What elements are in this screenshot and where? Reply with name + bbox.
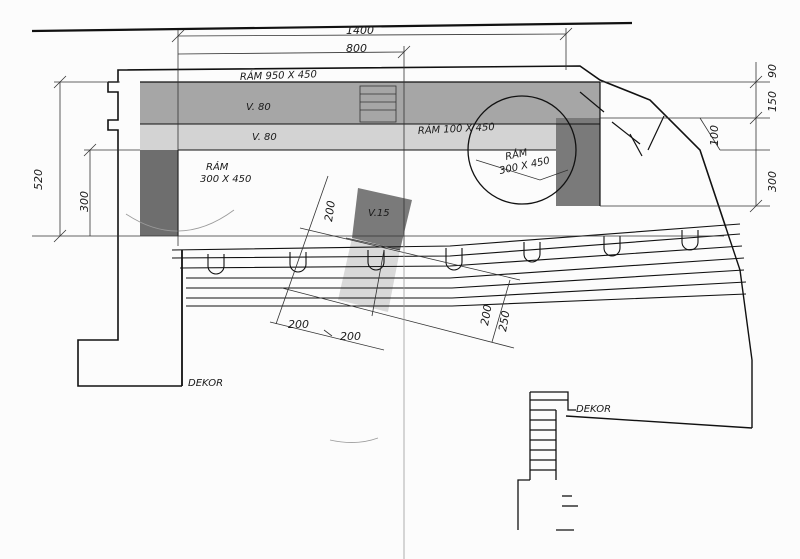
label-level-15: V.15: [368, 208, 390, 219]
label-ramp-mid: RÁM 100 X 450: [417, 120, 495, 137]
circle-arrow: [475, 159, 569, 181]
dim-left-height: 520: [32, 169, 45, 190]
dim-right: [600, 62, 770, 213]
column-bases: [207, 230, 699, 275]
lower-right-stair: [517, 391, 578, 531]
front-steps: [171, 223, 747, 307]
platform-rear-shade: [140, 82, 600, 124]
dim-top: [171, 27, 573, 246]
label-door-left: DEKOR: [188, 378, 223, 389]
dim-stair-c: 200: [340, 330, 361, 343]
dim-right-c: 300: [766, 171, 779, 192]
platform-mid-shade: [140, 124, 600, 150]
dim-stair-e: 250: [496, 310, 512, 333]
rear-steps: [359, 85, 397, 123]
label-ramp-top: RÁM 950 X 450: [240, 67, 317, 83]
dim-stair-b: 200: [288, 318, 309, 331]
right-edge: [725, 227, 753, 428]
ramp-circle: [467, 95, 577, 205]
dim-stair-d: 200: [478, 304, 494, 327]
dim-right-inner: 100: [708, 125, 721, 146]
top-border-line: [31, 21, 633, 33]
left-block-shade: [140, 150, 178, 236]
right-cross-marks: [579, 91, 665, 157]
dim-stair: [269, 175, 521, 351]
dim-right-a: 90: [766, 64, 779, 78]
label-door-right: DEKOR: [576, 404, 611, 415]
lower-arc: [329, 437, 379, 443]
right-block-shade: [556, 118, 600, 206]
dim-top-inner: 800: [346, 42, 367, 55]
label-ramp-left-size: 300 X 450: [200, 174, 251, 185]
stage-outline-top: [108, 65, 727, 229]
label-level-80-b: V. 80: [252, 132, 277, 143]
right-door-line: [565, 415, 753, 429]
left-wall: [77, 82, 182, 387]
label-level-80-a: V. 80: [246, 102, 271, 113]
level-15-block-shade: [352, 188, 412, 250]
dim-left-inner: 300: [78, 191, 91, 212]
left-swing-arc: [125, 209, 235, 232]
dim-stair-a: 200: [322, 200, 338, 223]
dim-left: [32, 75, 724, 243]
label-ramp-left: RÁM: [206, 160, 229, 173]
dim-top-total: 1400: [346, 24, 374, 37]
dim-right-b: 150: [766, 91, 779, 112]
